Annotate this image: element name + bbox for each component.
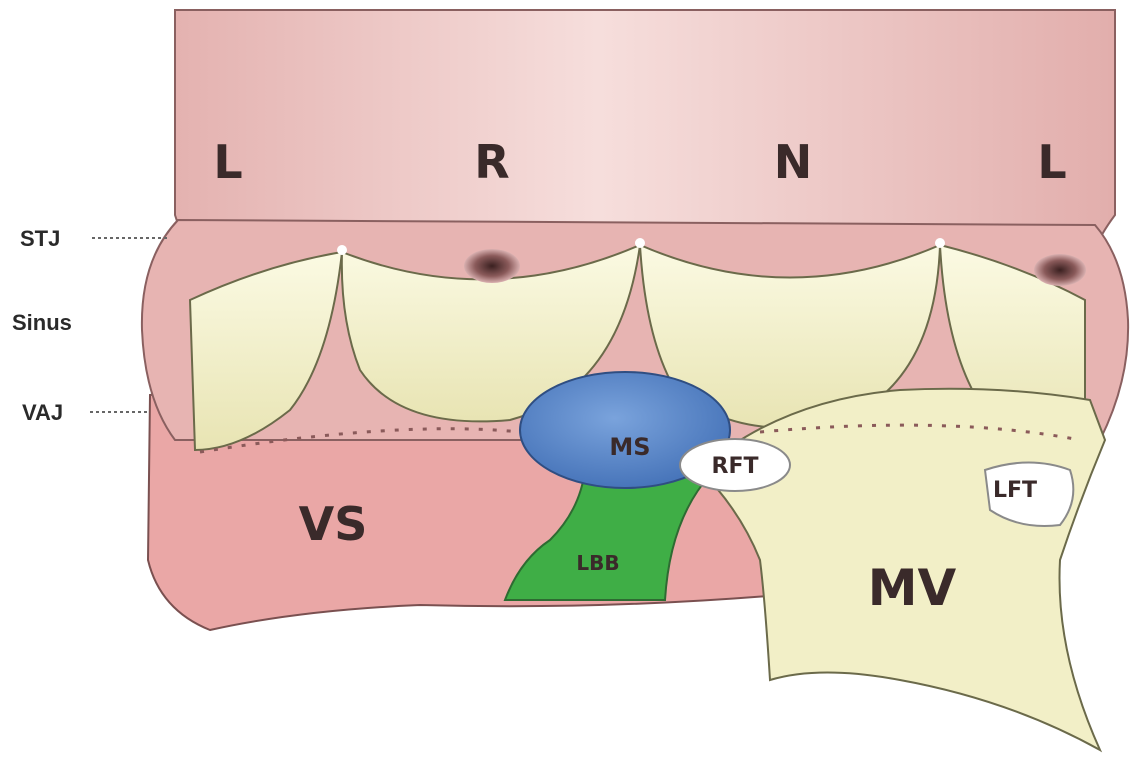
aorta-wall [175,10,1115,250]
region-label-lft: LFT [993,478,1037,503]
commissure-dot [935,238,945,248]
cusp-label-n: N [774,135,813,189]
region-label-rft: RFT [712,454,759,479]
region-label-ms: MS [609,433,650,461]
side-label-vaj: VAJ [22,400,63,425]
left-coronary-ostium [1034,254,1086,286]
region-label-mv: MV [868,559,957,617]
commissure-dot [635,238,645,248]
region-label-lbb: LBB [576,551,619,575]
cusp-label-r: R [474,135,509,189]
cusp-label-l1: L [213,135,242,189]
commissure-dot [337,245,347,255]
side-label-stj: STJ [20,226,60,251]
right-coronary-ostium [464,249,520,283]
side-label-sinus: Sinus [12,310,72,335]
cusp-label-l2: L [1037,135,1066,189]
region-label-vs: VS [299,497,368,551]
